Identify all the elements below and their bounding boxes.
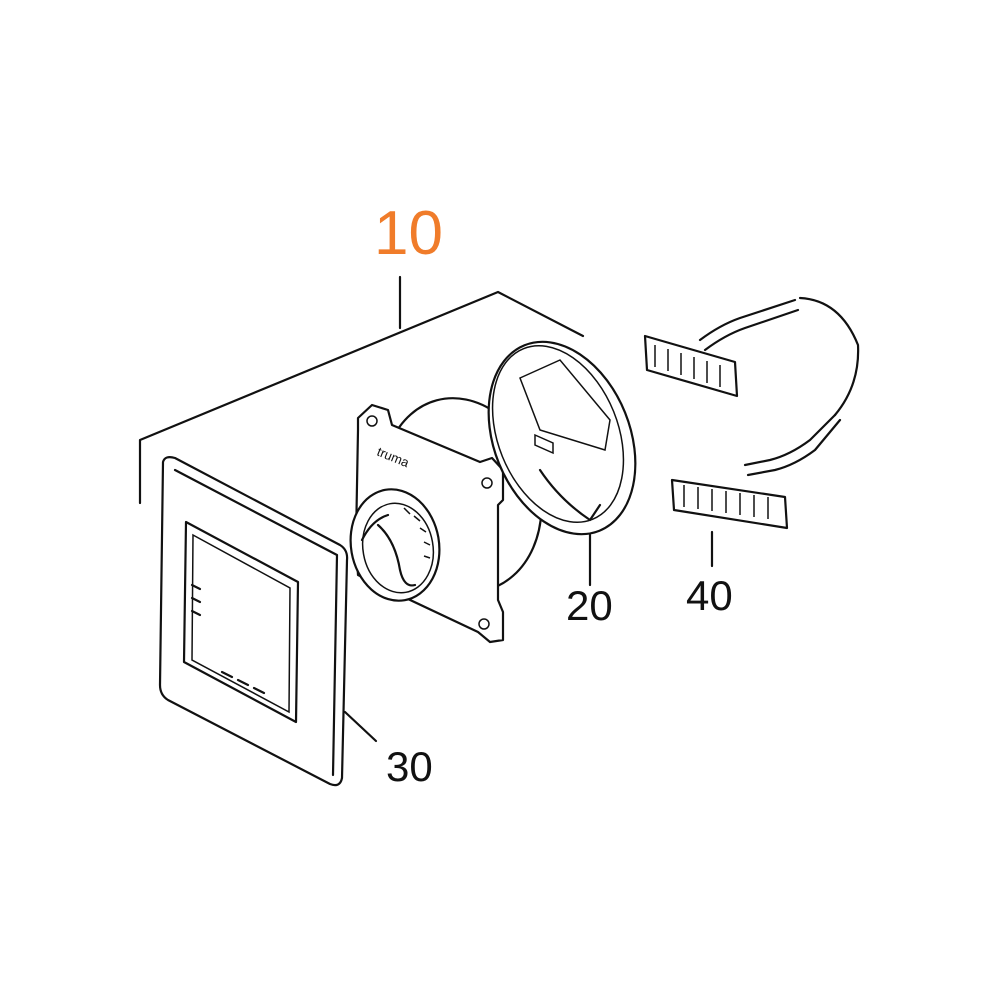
thermostat-unit: truma xyxy=(349,397,543,644)
assembly-bracket xyxy=(138,275,585,505)
callout-label-10: 10 xyxy=(374,199,443,268)
callout-label-40: 40 xyxy=(686,572,733,619)
callout-label-20: 20 xyxy=(566,582,613,629)
callout-label-30: 30 xyxy=(386,743,433,790)
cable-harness-part-40 xyxy=(643,296,860,568)
cover-frame-part-30 xyxy=(158,456,378,787)
rear-cover-part-20 xyxy=(487,340,637,587)
